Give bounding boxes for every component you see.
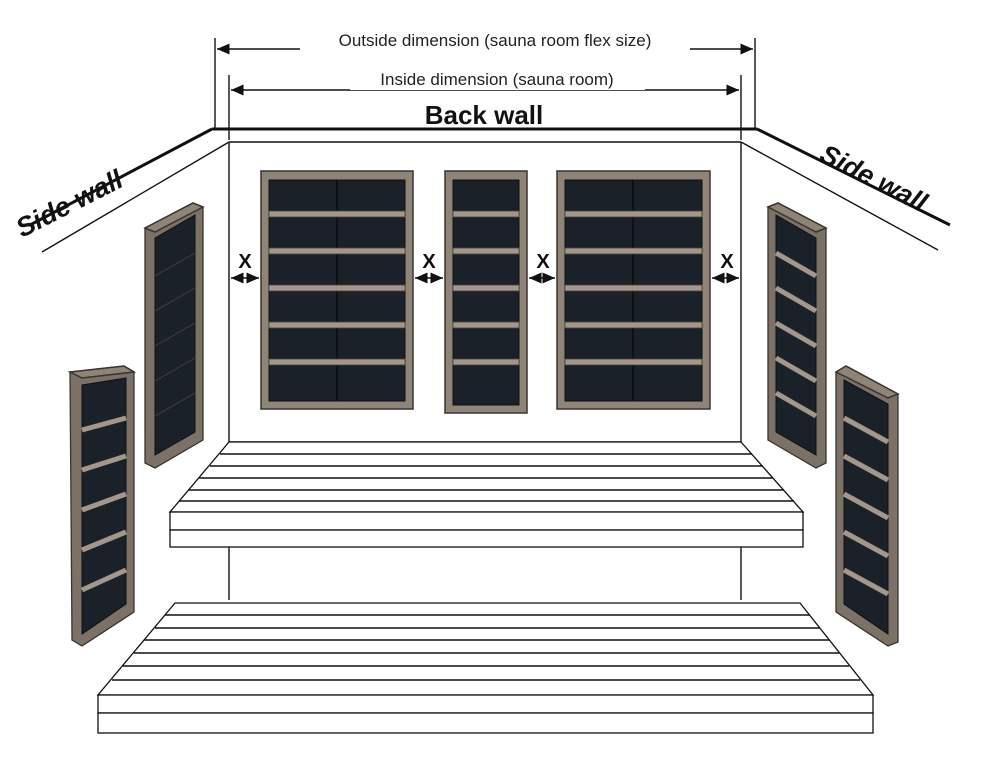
gap-marker-1: X — [231, 251, 259, 284]
gap-label: X — [720, 251, 734, 273]
side-wall-left-heater-upper — [143, 202, 205, 469]
lower-bench — [96, 602, 875, 734]
side-wall-right-heater-lower — [834, 365, 900, 647]
outside-dimension-label: Outside dimension (sauna room flex size) — [339, 31, 652, 50]
side-wall-right-label: Side wall — [815, 139, 932, 218]
gap-label: X — [536, 251, 550, 273]
upper-bench — [168, 441, 805, 548]
outside-dimension: Outside dimension (sauna room flex size) — [214, 30, 756, 130]
back-wall-heater-center — [444, 170, 528, 414]
gap-marker-4: X — [712, 251, 739, 284]
gap-label: X — [238, 251, 252, 273]
gap-marker-2: X — [415, 251, 443, 284]
back-wall-heater-right — [556, 170, 711, 410]
back-wall-heater-left — [260, 170, 414, 410]
side-wall-right-heater-upper — [766, 202, 828, 469]
gap-marker-3: X — [529, 251, 555, 284]
side-wall-left-heater-lower — [67, 365, 137, 647]
inside-dimension: Inside dimension (sauna room) — [228, 68, 742, 140]
side-wall-left-label: Side wall — [11, 164, 128, 243]
inside-dimension-label: Inside dimension (sauna room) — [380, 70, 613, 89]
gap-label: X — [422, 251, 436, 273]
back-wall-label: Back wall — [425, 100, 544, 130]
